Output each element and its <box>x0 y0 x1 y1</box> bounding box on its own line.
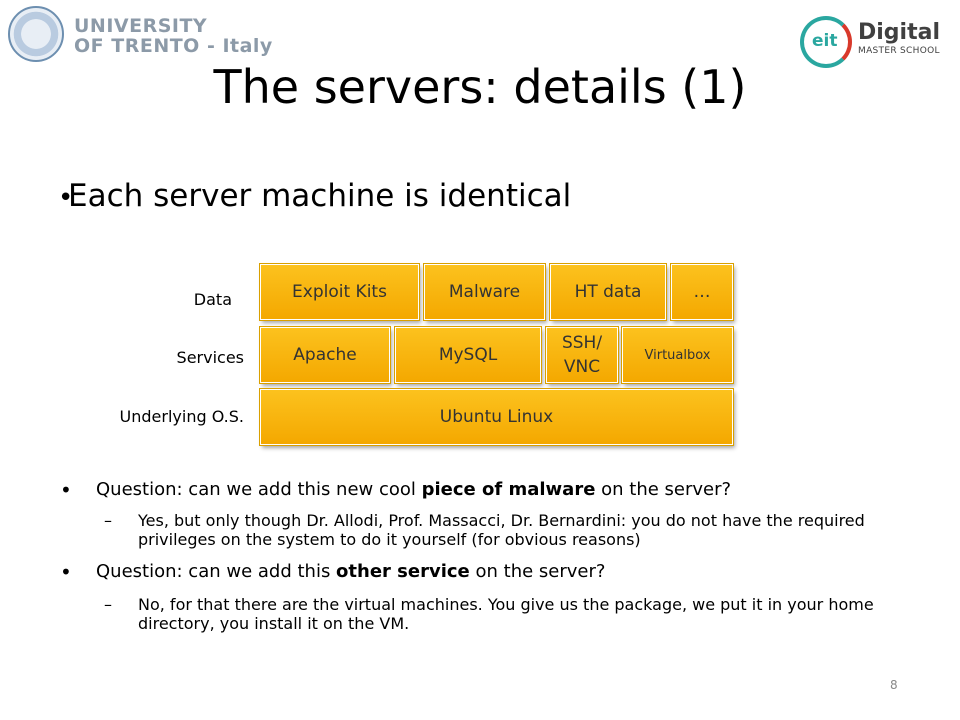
bullet-icon: • <box>58 183 74 213</box>
answer-2: No, for that there are the virtual machi… <box>138 595 874 633</box>
box-ellipsis: … <box>671 264 733 320</box>
main-bullet-text: Each server machine is identical <box>68 178 572 214</box>
box-mysql: MySQL <box>395 327 541 383</box>
dash-icon: – <box>104 511 112 530</box>
q2-text-post: on the server? <box>469 561 606 582</box>
eit-mark: eit <box>812 31 838 51</box>
university-line1: UNIVERSITY <box>74 15 208 37</box>
master-school-label: MASTER SCHOOL <box>858 46 940 56</box>
box-ht-data: HT data <box>550 264 666 320</box>
q2-text-bold: other service <box>336 561 470 582</box>
box-virtualbox: Virtualbox <box>622 327 733 383</box>
box-exploit-kits: Exploit Kits <box>260 264 419 320</box>
box-apache: Apache <box>260 327 390 383</box>
question-1: Question: can we add this new cool piece… <box>96 479 916 501</box>
row-label-os: Underlying O.S. <box>119 407 244 426</box>
q2-text-pre: Question: can we add this <box>96 561 337 582</box>
university-logo-text: UNIVERSITY OF TRENTO - Italy <box>74 16 273 56</box>
answer-1: Yes, but only though Dr. Allodi, Prof. M… <box>138 511 865 549</box>
bullet-icon: • <box>60 478 72 502</box>
row-label-data: Data <box>193 290 232 309</box>
bullet-icon: • <box>60 560 72 584</box>
digital-label: Digital <box>858 20 940 45</box>
q1-text-post: on the server? <box>595 479 732 500</box>
eit-logo: eit <box>800 16 852 68</box>
page-number: 8 <box>890 678 898 692</box>
question-2: Question: can we add this other service … <box>96 561 916 583</box>
university-line2: OF TRENTO - Italy <box>74 35 273 57</box>
box-ubuntu-linux: Ubuntu Linux <box>260 389 733 445</box>
row-label-services: Services <box>176 348 244 367</box>
slide-title: The servers: details (1) <box>213 60 747 114</box>
q1-text-bold: piece of malware <box>421 479 596 500</box>
university-seal-logo <box>8 6 64 62</box>
box-ssh-vnc: SSH/ VNC <box>546 327 618 383</box>
dash-icon: – <box>104 595 112 614</box>
box-malware: Malware <box>424 264 545 320</box>
q1-text-pre: Question: can we add this new cool <box>96 479 422 500</box>
